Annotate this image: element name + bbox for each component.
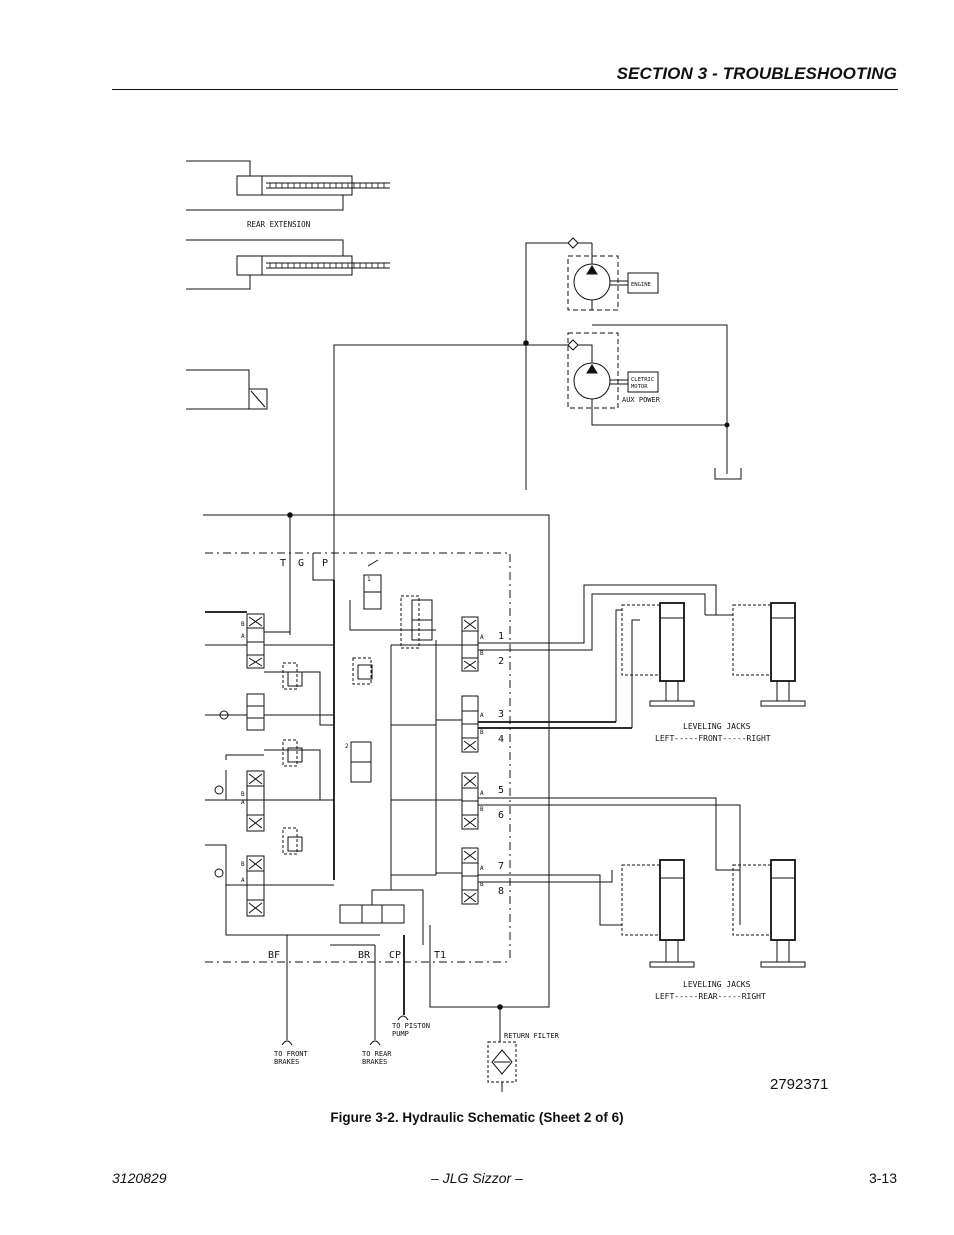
front-jacks-legend: LEFT-----FRONT-----RIGHT [655, 734, 771, 743]
to-piston-pump-line1: TO PISTON [392, 1022, 430, 1030]
valve-number-4: 4 [498, 734, 504, 745]
rear-jacks-title: LEVELING JACKS [683, 980, 751, 989]
valve-number-7: 7 [498, 861, 504, 872]
motor-label-line1: CLETRIC [631, 377, 654, 383]
rear-extension-rod-ribs [269, 183, 385, 268]
engine-label: ENGINE [631, 282, 651, 288]
return-filter [487, 1007, 517, 1092]
valve-number-3: 3 [498, 709, 504, 720]
port-br-label: BR [358, 950, 371, 961]
check-valve [214, 785, 224, 795]
motor-label-line2: MOTOR [631, 384, 648, 390]
valve-number-8: 8 [498, 886, 504, 897]
to-front-brakes-line1: TO FRONT [274, 1050, 309, 1058]
return-filter-label: RETURN FILTER [504, 1032, 560, 1040]
product-name: – JLG Sizzor – [431, 1170, 523, 1186]
left-valve-stack [246, 613, 265, 917]
valve-port-a-label: A [480, 634, 484, 641]
numbered-valve-lines [391, 644, 462, 876]
valve-port-b-label: B [480, 729, 484, 736]
solenoid-position-1: 1 [367, 576, 371, 583]
drawing-number: 2792371 [770, 1076, 829, 1093]
valve-port-a-label: A [480, 865, 484, 872]
valve-number-6: 6 [498, 810, 504, 821]
valve-port-a-label: A [241, 877, 245, 884]
valve-port-a-label: A [480, 790, 484, 797]
trunk-lines [203, 514, 550, 1008]
check-valve [214, 868, 224, 878]
to-piston-pump-line2: PUMP [392, 1030, 409, 1038]
rear-jack-lines [478, 797, 741, 926]
junction-dot [724, 422, 730, 428]
rear-extension-label: REAR EXTENSION [247, 220, 310, 229]
to-rear-brakes-line2: BRAKES [362, 1058, 387, 1066]
header-rule [112, 89, 898, 90]
solenoid-valves [339, 559, 433, 945]
valve-number-5: 5 [498, 785, 504, 796]
electric-motor-pump-assembly [333, 324, 742, 600]
valve-port-b-label: B [241, 861, 245, 868]
port-p-label: P [322, 558, 328, 569]
valve-port-b-label: B [241, 791, 245, 798]
actuator-box [186, 369, 268, 410]
valve-port-b-label: B [241, 621, 245, 628]
valve-port-b-label: B [480, 806, 484, 813]
engine-pump-assembly [525, 237, 659, 490]
brake-lines [281, 934, 409, 1046]
port-t-label: T [280, 558, 286, 569]
port-cp-label: CP [389, 950, 401, 961]
valve-port-b-label: B [480, 650, 484, 657]
port-t1-label: T1 [434, 950, 446, 961]
valve-port-a-label: A [241, 799, 245, 806]
port-bf-label: BF [268, 950, 280, 961]
to-front-brakes-line2: BRAKES [274, 1058, 299, 1066]
port-g-label: G [298, 558, 304, 569]
front-jacks-title: LEVELING JACKS [683, 722, 751, 731]
document-number: 3120829 [112, 1170, 167, 1186]
valve-number-1: 1 [498, 631, 504, 642]
valve-port-a-label: A [241, 633, 245, 640]
section-title: SECTION 3 - TROUBLESHOOTING [616, 64, 897, 83]
check-valve [219, 710, 229, 720]
junction-dot [523, 340, 529, 346]
valve-port-b-label: B [480, 881, 484, 888]
aux-power-label: AUX POWER [622, 396, 661, 404]
to-rear-brakes-line1: TO REAR [362, 1050, 392, 1058]
junction-dot [497, 1004, 503, 1010]
solenoid-position-2: 2 [345, 743, 349, 750]
rear-jacks-legend: LEFT-----REAR-----RIGHT [655, 992, 766, 1001]
junction-dot [287, 512, 293, 518]
front-jack-lines [478, 584, 722, 729]
rear-extension-cylinders [186, 160, 390, 290]
valve-number-2: 2 [498, 656, 504, 667]
manifold-boundary [205, 552, 511, 963]
rear-leveling-jacks [621, 859, 806, 968]
valve-port-a-label: A [480, 712, 484, 719]
figure-caption: Figure 3-2. Hydraulic Schematic (Sheet 2… [330, 1110, 624, 1125]
left-valve-lines [205, 611, 380, 936]
numbered-valve-stack [461, 616, 479, 905]
relief-valves [282, 657, 373, 855]
page-number: 3-13 [868, 1170, 897, 1186]
front-leveling-jacks [621, 602, 806, 707]
